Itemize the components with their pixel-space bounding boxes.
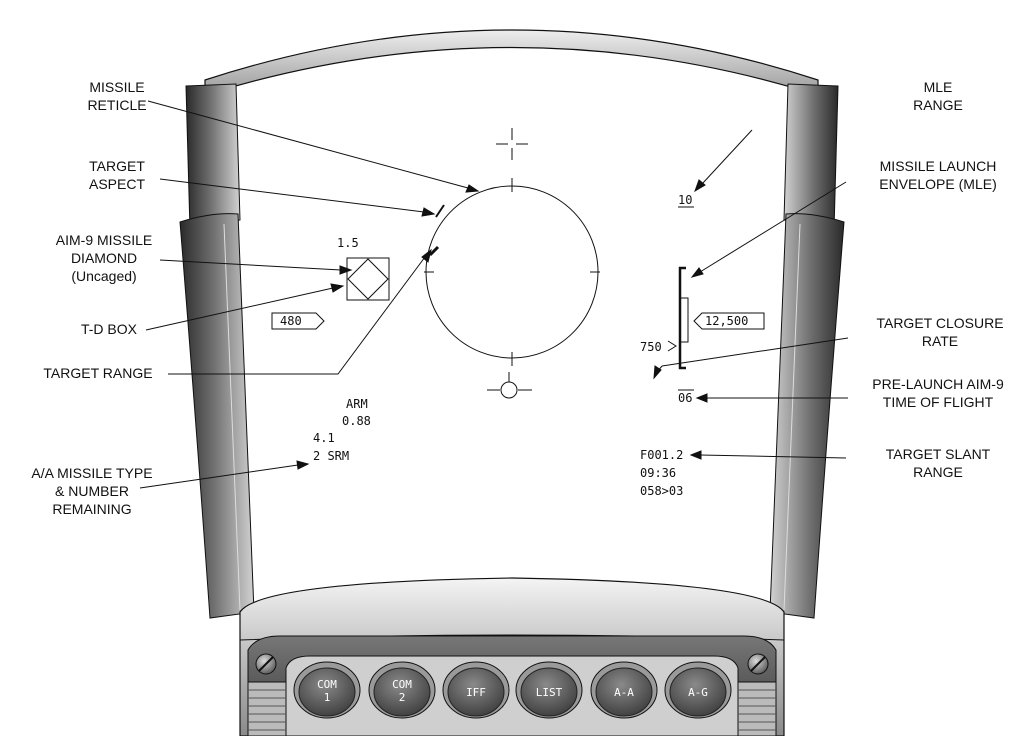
left-ribbed-knob xyxy=(247,681,287,736)
callout-aim9-diamond-2: DIAMOND xyxy=(71,250,137,266)
altitude-box xyxy=(693,312,765,330)
callout-target-range: TARGET RANGE xyxy=(43,365,152,381)
range-scale-value: 1.5 xyxy=(337,236,359,250)
aa-button[interactable]: A-A xyxy=(590,661,658,719)
right-ribbed-knob xyxy=(737,681,777,736)
target-aspect-caret xyxy=(435,204,445,218)
callout-missile-reticle-2: RETICLE xyxy=(87,97,146,113)
callout-aa-missile-1: A/A MISSILE TYPE xyxy=(31,465,152,481)
leader-lines xyxy=(139,100,849,489)
com1-label-line1: COM xyxy=(317,678,337,691)
reticle-ticks xyxy=(424,178,600,366)
g-value: 4.1 xyxy=(313,431,335,445)
frame-top-arch xyxy=(204,29,819,96)
callout-aim9-diamond-1: AIM-9 MISSILE xyxy=(56,232,152,248)
time-value: 09:36 xyxy=(640,466,676,480)
closure-rate-value: 750 xyxy=(640,340,662,354)
callout-labels: MISSILE RETICLE TARGET ASPECT AIM-9 MISS… xyxy=(31,79,1004,517)
ag-label: A-G xyxy=(688,686,708,699)
frame-right-upper-post xyxy=(783,83,839,231)
aim9-diamond-icon xyxy=(347,258,389,300)
airspeed-box xyxy=(271,312,325,330)
callout-mle-1: MISSILE LAUNCH xyxy=(880,158,997,174)
list-button[interactable]: LIST xyxy=(515,661,583,719)
com2-label-line2: 2 xyxy=(399,691,406,704)
mach-value: 0.88 xyxy=(342,414,371,428)
com2-label-line1: COM xyxy=(392,678,412,691)
ufc-buttons: COM 1 COM 2 IFF LIST A-A A-G xyxy=(293,661,732,719)
callout-td-box: T-D BOX xyxy=(81,321,138,337)
callout-aim9-diamond-3: (Uncaged) xyxy=(71,268,136,284)
callout-aa-missile-2: & NUMBER xyxy=(55,483,129,499)
callout-target-aspect-1: TARGET xyxy=(89,158,145,174)
callout-aa-missile-3: REMAINING xyxy=(52,501,131,517)
com2-button[interactable]: COM 2 xyxy=(368,661,436,719)
frame-left-upper-post xyxy=(185,83,241,231)
target-range-caret xyxy=(428,245,440,257)
iff-button[interactable]: IFF xyxy=(442,661,510,719)
aa-label: A-A xyxy=(614,686,634,699)
callout-closure-rate-1: TARGET CLOSURE xyxy=(876,315,1003,331)
missile-launch-envelope xyxy=(678,266,689,370)
crosshair-icon xyxy=(496,128,528,160)
missile-reticle xyxy=(425,185,599,359)
tof-value: 06 xyxy=(678,391,692,405)
callout-mle-range-1: MLE xyxy=(924,79,953,95)
velocity-vector-icon xyxy=(487,372,532,399)
callout-mle-range-2: RANGE xyxy=(913,97,963,113)
airspeed-value: 480 xyxy=(280,314,302,328)
com1-button[interactable]: COM 1 xyxy=(293,661,361,719)
callout-slant-range-1: TARGET SLANT xyxy=(886,446,991,462)
hud-symbology: 1.5 480 12,500 10 750 06 ARM 0.88 4.1 2 … xyxy=(271,128,765,498)
screw-icon xyxy=(747,653,769,675)
missile-count: 2 SRM xyxy=(313,449,349,463)
callout-prelaunch-tof-2: TIME OF FLIGHT xyxy=(883,394,994,410)
list-label: LIST xyxy=(536,686,563,699)
arm-status: ARM xyxy=(346,397,368,411)
callout-missile-reticle-1: MISSILE xyxy=(89,79,144,95)
callout-prelaunch-tof-1: PRE-LAUNCH AIM-9 xyxy=(872,376,1004,392)
altitude-value: 12,500 xyxy=(705,314,748,328)
frame-right-lower-post xyxy=(769,213,845,619)
mle-range-value: 10 xyxy=(678,193,692,207)
ag-button[interactable]: A-G xyxy=(664,661,732,719)
screw-icon xyxy=(255,653,277,675)
iff-label: IFF xyxy=(466,686,486,699)
callout-slant-range-2: RANGE xyxy=(913,464,963,480)
callout-closure-rate-2: RATE xyxy=(922,333,958,349)
frame-left-lower-post xyxy=(179,213,255,619)
steer-value: 058>03 xyxy=(640,484,683,498)
slant-range-value: F001.2 xyxy=(640,448,683,462)
com1-label-line2: 1 xyxy=(324,691,331,704)
callout-target-aspect-2: ASPECT xyxy=(89,176,145,192)
callout-mle-2: ENVELOPE (MLE) xyxy=(879,176,996,192)
td-box xyxy=(346,257,390,301)
